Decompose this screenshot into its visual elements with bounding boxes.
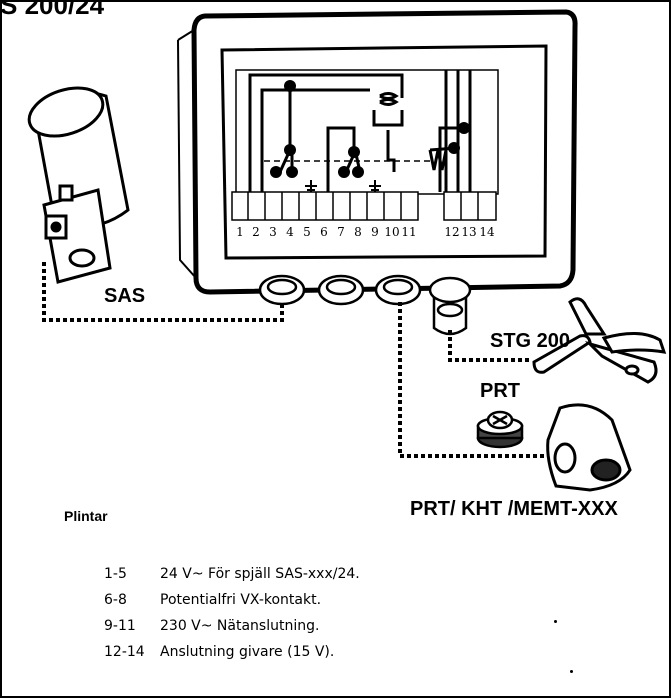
cable-glands xyxy=(258,274,472,336)
dotted-cables xyxy=(42,262,548,458)
legend-text: 230 V~ Nätanslutning. xyxy=(160,618,320,634)
prt-label: PRT xyxy=(480,380,520,402)
stg-sensor-illustration xyxy=(532,297,667,384)
terminal-number: 1 xyxy=(236,225,244,239)
legend-row: 1-5 24 V~ För spjäll SAS-xxx/24. xyxy=(104,566,360,592)
legend-row: 12-14 Anslutning givare (15 V). xyxy=(104,644,360,670)
sas-label: SAS xyxy=(104,285,146,307)
terminal-number: 10 xyxy=(384,225,399,239)
page-title: S 200/24 xyxy=(0,0,105,20)
terminal-block-1-11 xyxy=(231,191,419,221)
terminal-number: 11 xyxy=(401,225,416,239)
stray-dot xyxy=(570,670,573,673)
terminal-number: 13 xyxy=(461,225,476,239)
terminal-number: 12 xyxy=(444,225,459,239)
terminal-number: 4 xyxy=(286,225,294,239)
legend-text: 24 V~ För spjäll SAS-xxx/24. xyxy=(160,566,360,582)
terminal-number: 14 xyxy=(479,225,495,239)
legend-text: Potentialfri VX-kontakt. xyxy=(160,592,322,608)
terminal-number: 2 xyxy=(252,225,260,239)
legend-code: 9-11 xyxy=(104,618,136,634)
terminal-number: 8 xyxy=(354,225,362,239)
legend-text: Anslutning givare (15 V). xyxy=(160,644,335,660)
sas-actuator-illustration xyxy=(27,86,130,284)
wire-junction-dots xyxy=(270,80,470,178)
ground-symbols xyxy=(305,180,381,192)
legend-row: 6-8 Potentialfri VX-kontakt. xyxy=(104,592,360,618)
kht-sensor-illustration xyxy=(546,403,632,492)
plintar-heading: Plintar xyxy=(64,508,108,524)
stray-dot xyxy=(554,620,557,623)
legend-row: 9-11 230 V~ Nätanslutning. xyxy=(104,618,360,644)
legend-code: 12-14 xyxy=(104,644,145,660)
terminal-block-12-14 xyxy=(443,191,497,221)
prt-kht-memt-label: PRT/ KHT /MEMT-XXX xyxy=(410,498,618,520)
terminal-number: 5 xyxy=(303,225,311,239)
legend-code: 1-5 xyxy=(104,566,127,582)
stg-label: STG 200 xyxy=(490,330,571,352)
plintar-legend: 1-5 24 V~ För spjäll SAS-xxx/24. 6-8 Pot… xyxy=(104,566,360,670)
terminal-number: 3 xyxy=(269,225,277,239)
prt-sensor-illustration xyxy=(476,410,524,449)
terminal-number: 7 xyxy=(337,225,345,239)
terminal-number: 9 xyxy=(371,225,379,239)
terminal-number: 6 xyxy=(320,225,328,239)
inner-panel xyxy=(220,44,548,260)
legend-code: 6-8 xyxy=(104,592,127,608)
